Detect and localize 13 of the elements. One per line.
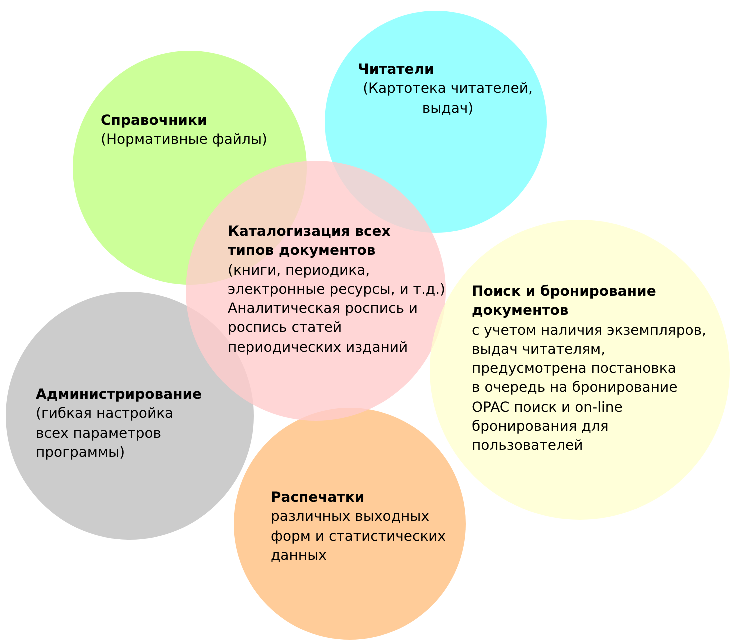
topic-description: с учетом наличия экземпляров, выдач читателям, предусмотрена постановка в очередь на бронирование xyxy=(472,322,707,398)
topic-heading: Справочники xyxy=(101,112,208,131)
topic-heading: Каталогизация всех типов документов xyxy=(228,223,391,262)
topic-description: (гибкая настройка всех параметров программы) xyxy=(36,405,174,463)
topic-description: Аналитическая роспись и роспись статей периодических изданий xyxy=(228,300,418,358)
topic-description: (Нормативные файлы) xyxy=(101,131,268,150)
topic-description: OPAC поиск и on-line бронирования для пользователей xyxy=(472,398,623,456)
topic-description: (книги, периодика, электронные ресурсы, и т.д.) xyxy=(228,262,446,300)
topic-heading: Распечатки xyxy=(271,489,365,508)
topic-heading: Администрирование xyxy=(36,386,202,405)
topic-description: различных выходных форм и статистических данных xyxy=(271,508,446,566)
topic-description: (Картотека читателей, выдач) xyxy=(363,80,533,119)
topic-heading: Читатели xyxy=(358,61,434,80)
